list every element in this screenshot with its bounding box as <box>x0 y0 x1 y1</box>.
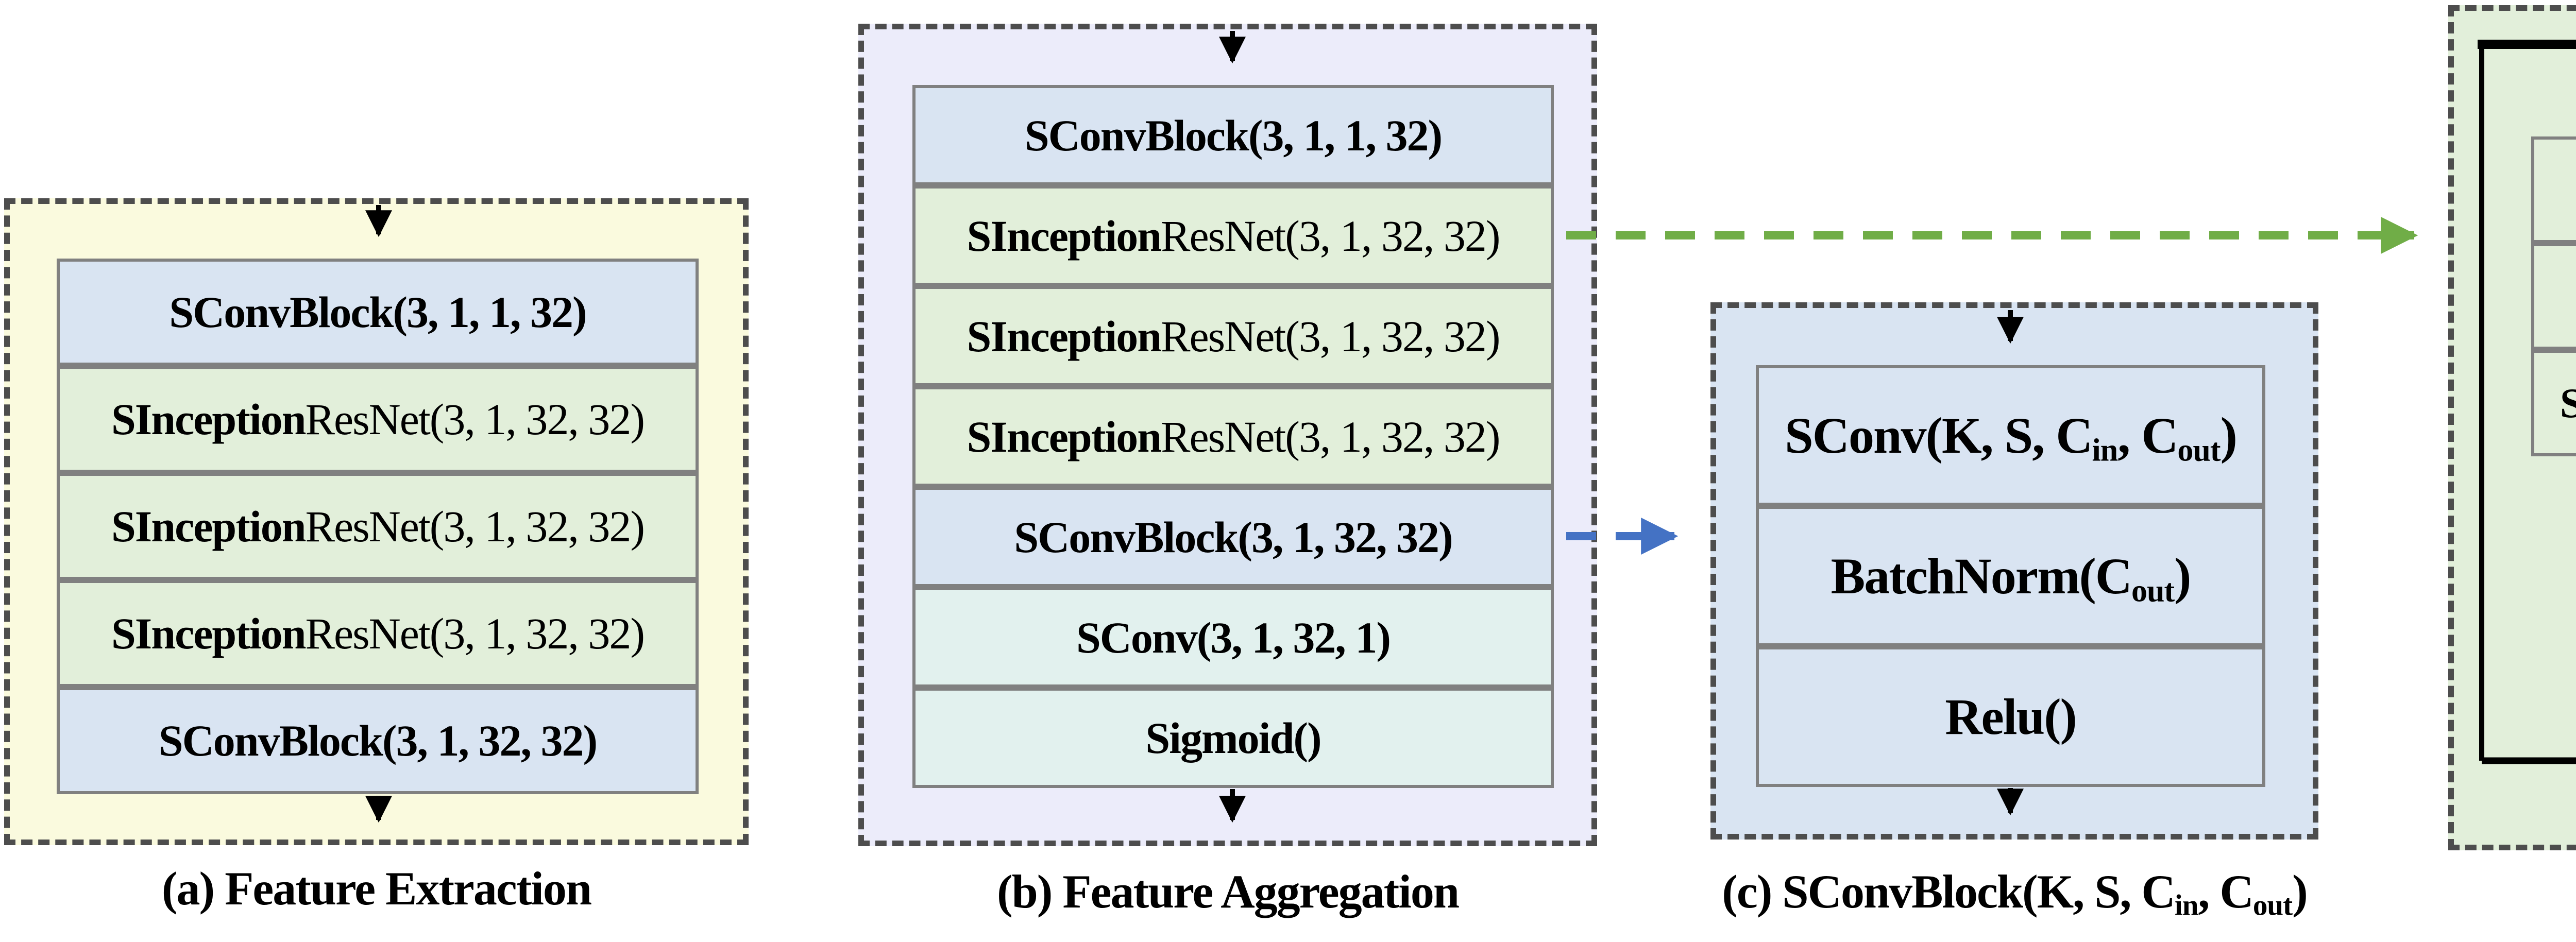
layer-label: SConv(K, S, Cin, Cout) <box>1785 406 2238 468</box>
layer-row: SInceptionResNet(3, 1, 32, 32) <box>57 366 699 473</box>
layer-row: SInceptionResNet(3, 1, 32, 32) <box>57 580 699 687</box>
layer-row: SConv(3, 1, 32, 1) <box>912 587 1554 688</box>
layer-label: SInceptionResNet(3, 1, 32, 32) <box>111 395 645 444</box>
layer-label: Sigmoid() <box>1145 713 1321 763</box>
panel-feature-extraction: SConvBlock(3, 1, 1, 32) SInceptionResNet… <box>4 198 749 845</box>
layer-label: SConv(K, S, ⌊C/4⌋, ⌊C/2⌋) <box>2560 379 2576 426</box>
layer-label: SInceptionResNet(3, 1, 32, 32) <box>967 211 1500 261</box>
panel-sconvblock: SConv(K, S, Cin, Cout) BatchNorm(Cout) R… <box>1710 302 2318 840</box>
layer-row: SInceptionResNet(3, 1, 32, 32) <box>912 386 1554 487</box>
layer-row: SInceptionResNet(3, 1, 32, 32) <box>57 473 699 580</box>
layer-row: SConvBlock(3, 1, 1, 32) <box>912 85 1554 185</box>
panel-sinceptionresnet: SConv(K, S, C, ⌊C/4⌋) Relu() SConv(K, S,… <box>2448 5 2576 850</box>
layer-label: SInceptionResNet(3, 1, 32, 32) <box>111 502 645 551</box>
panel-feature-aggregation: SConvBlock(3, 1, 1, 32) SInceptionResNet… <box>858 24 1597 846</box>
layer-row: SConvBlock(3, 1, 32, 32) <box>57 687 699 794</box>
layer-label: SConv(3, 1, 32, 1) <box>1076 612 1391 662</box>
layer-label: SInceptionResNet(3, 1, 32, 32) <box>967 412 1500 461</box>
layer-row: SConv(K, S, Cin, Cout) <box>1756 365 2265 506</box>
layer-row: SInceptionResNet(3, 1, 32, 32) <box>912 286 1554 386</box>
layer-row: BatchNorm(Cout) <box>1756 506 2265 646</box>
layer-label: SConvBlock(3, 1, 32, 32) <box>1014 512 1453 562</box>
layer-label: SConvBlock(3, 1, 1, 32) <box>1024 110 1443 160</box>
layer-label: SConvBlock(3, 1, 32, 32) <box>158 716 598 765</box>
layer-label: BatchNorm(Cout) <box>1831 547 2192 608</box>
layer-label: SInceptionResNet(3, 1, 32, 32) <box>967 311 1500 361</box>
layer-row: SConv(K, S, C, ⌊C/4⌋) <box>2531 136 2576 243</box>
layer-row: SConvBlock(3, 1, 32, 32) <box>912 487 1554 587</box>
layer-row: SConvBlock(3, 1, 1, 32) <box>57 259 699 366</box>
layer-label: SConvBlock(3, 1, 1, 32) <box>169 287 587 337</box>
layer-row: SInceptionResNet(3, 1, 32, 32) <box>912 185 1554 286</box>
caption-sconvblock: (c) SConvBlock(K, S, Cin, Cout) <box>1722 865 2308 922</box>
caption-feature-aggregation: (b) Feature Aggregation <box>996 865 1460 918</box>
layer-label: SInceptionResNet(3, 1, 32, 32) <box>111 609 645 658</box>
layer-row: Relu() <box>1756 646 2265 787</box>
caption-sinceptionresnet: (d) SInceptionResNet(K, S, Cin, Cout) <box>2448 861 2576 916</box>
layer-label: Relu() <box>1945 688 2077 745</box>
layer-row: Relu() <box>2531 243 2576 350</box>
layer-row: Sigmoid() <box>912 688 1554 788</box>
layer-row: SConv(K, S, ⌊C/4⌋, ⌊C/2⌋) <box>2531 350 2576 456</box>
caption-feature-extraction: (a) Feature Extraction <box>161 862 592 915</box>
